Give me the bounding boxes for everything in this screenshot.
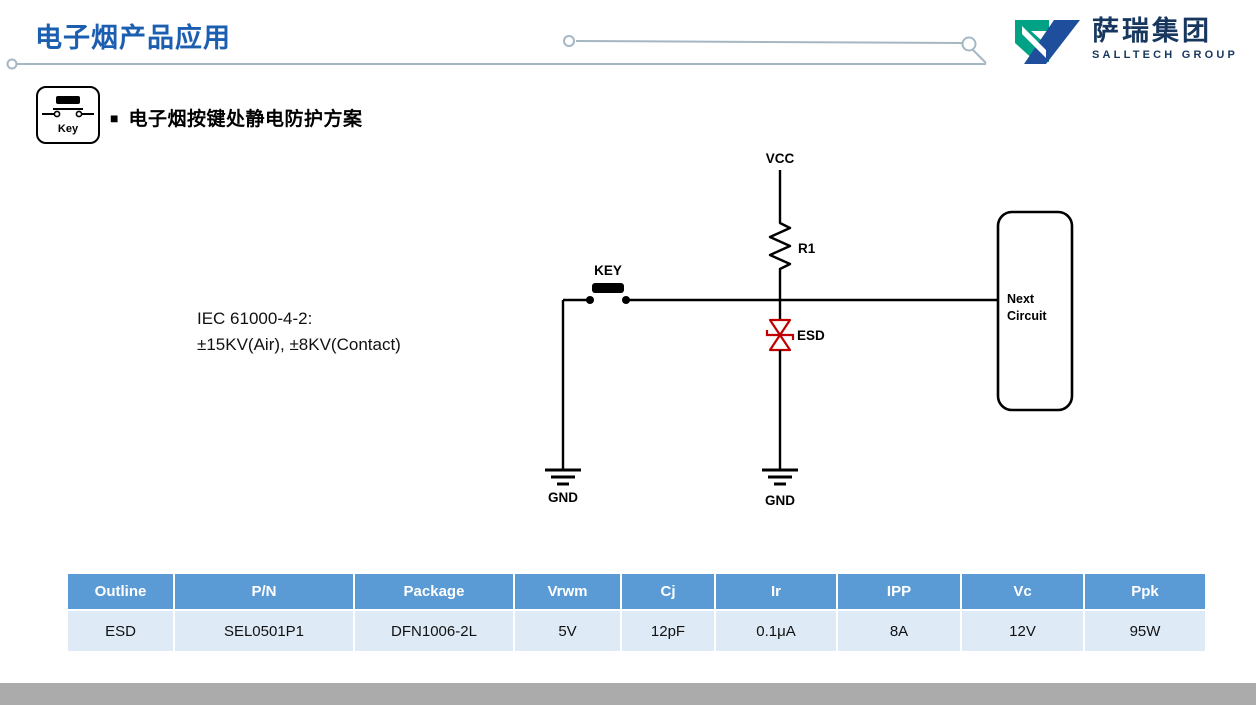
vcc-label: VCC [766, 151, 795, 166]
next-circuit-box [996, 210, 1074, 412]
table-row: ESD SEL0501P1 DFN1006-2L 5V 12pF 0.1μA 8… [68, 611, 1205, 651]
logo-company-name: 萨瑞集团 [1092, 16, 1212, 46]
section-heading: ■ 电子烟按键处静电防护方案 [110, 104, 362, 131]
table-cell: 0.1μA [716, 611, 838, 651]
iec-note-line1: IEC 61000-4-2: [197, 309, 313, 328]
logo-mark-icon [1015, 20, 1080, 64]
table-header-cell: IPP [838, 574, 962, 611]
table-header-cell: Vc [962, 574, 1085, 611]
table-cell: DFN1006-2L [355, 611, 515, 651]
circuit-diagram: VCC R1 KEY GND ESD [545, 151, 1074, 508]
table-cell: 5V [515, 611, 622, 651]
table-header-cell: Cj [622, 574, 716, 611]
bullet-square: ■ [110, 109, 119, 126]
spec-table: Outline P/N Package Vrwm Cj Ir IPP Vc Pp… [68, 574, 1205, 651]
esd-tvs-diode-symbol [765, 318, 795, 352]
logo-company-subtitle: SALLTECH GROUP [1092, 49, 1239, 61]
table-cell: ESD [68, 611, 175, 651]
switch-actuator [592, 283, 624, 293]
key-icon-box: Key [36, 86, 100, 144]
footer-bar [0, 683, 1256, 705]
table-header-cell: Ir [716, 574, 838, 611]
resistor-symbol [768, 218, 792, 278]
switch-terminal-right [622, 296, 630, 304]
table-header-cell: P/N [175, 574, 355, 611]
section-heading-text: 电子烟按键处静电防护方案 [128, 109, 363, 130]
gnd-left-label: GND [548, 490, 578, 505]
push-button-icon [42, 96, 94, 118]
r1-label: R1 [798, 241, 816, 256]
page-title: 电子烟产品应用 [35, 23, 231, 53]
table-cell: 8A [838, 611, 962, 651]
iec-standard-note: IEC 61000-4-2: ±15KV(Air), ±8KV(Contact) [197, 306, 401, 358]
key-icon-label: Key [57, 123, 79, 135]
table-cell: 12pF [622, 611, 716, 651]
table-header-cell: Vrwm [515, 574, 622, 611]
table-header-cell: Ppk [1085, 574, 1205, 611]
table-cell: 12V [962, 611, 1085, 651]
table-header-cell: Outline [68, 574, 175, 611]
table-cell: SEL0501P1 [175, 611, 355, 651]
gnd-right-label: GND [765, 493, 795, 508]
table-cell: 95W [1085, 611, 1205, 651]
iec-note-line2: ±15KV(Air), ±8KV(Contact) [197, 335, 401, 354]
ground-symbol-right [762, 468, 798, 486]
company-logo: 萨瑞集团 SALLTECH GROUP [1012, 12, 1238, 68]
key-label: KEY [594, 263, 622, 278]
esd-label: ESD [797, 328, 825, 343]
switch-terminal-left [586, 296, 594, 304]
ground-symbol-left [545, 468, 581, 486]
next-circuit-label-line1: Next [1007, 292, 1035, 306]
table-header-cell: Package [355, 574, 515, 611]
next-circuit-label-line2: Circuit [1007, 309, 1047, 323]
table-header-row: Outline P/N Package Vrwm Cj Ir IPP Vc Pp… [68, 574, 1205, 611]
